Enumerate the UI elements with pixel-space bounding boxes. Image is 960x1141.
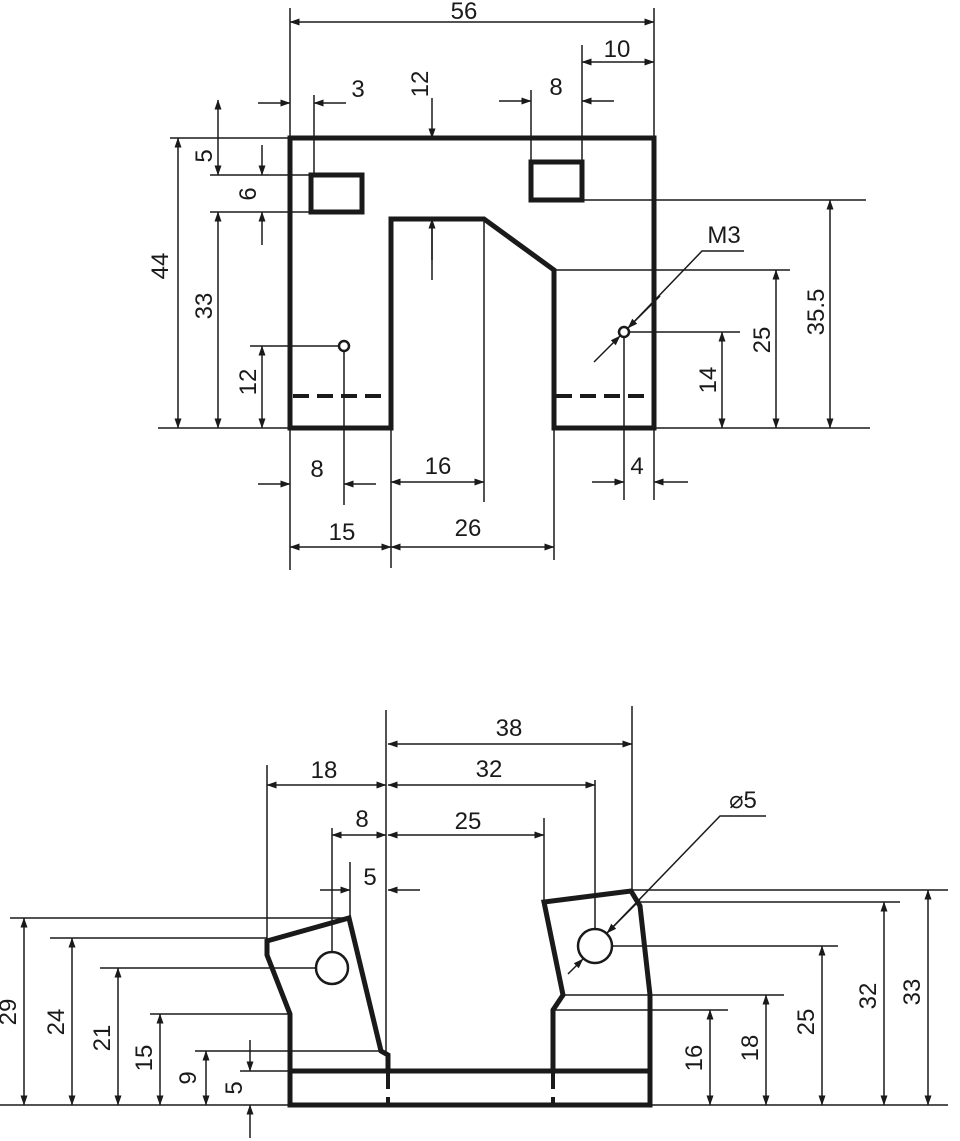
front-view: 56 10 3 8 12 5 6 44 33 12 M3 25 35.5 14 …	[147, 0, 870, 570]
dim-12-left: 12	[235, 369, 262, 396]
right-hole-5mm	[576, 927, 614, 965]
dim-5-left: 5	[221, 1081, 248, 1094]
dim-8: 8	[355, 806, 368, 833]
dim-33: 33	[191, 293, 218, 320]
dim-5-top: 5	[363, 864, 376, 891]
dim-25-right: 25	[793, 1009, 820, 1036]
dim-4: 4	[630, 453, 643, 480]
dim-32-top: 32	[476, 756, 503, 783]
dim-phi5: ⌀5	[729, 787, 757, 814]
dim-33: 33	[899, 979, 926, 1006]
dim-14: 14	[695, 367, 722, 394]
dim-16: 16	[425, 453, 452, 480]
dim-35-5: 35.5	[803, 289, 830, 336]
side-view: 38 18 32 8 25 ⌀5 5 29 24 21 15 9 5 16 18…	[0, 706, 948, 1138]
dim-32-right: 32	[855, 983, 882, 1010]
dim-8-bottom: 8	[310, 456, 323, 483]
dim-24: 24	[43, 1009, 70, 1036]
front-view-outline	[287, 135, 657, 431]
dim-25-top: 25	[455, 808, 482, 835]
dim-10: 10	[604, 36, 631, 63]
dim-38: 38	[496, 715, 523, 742]
dim-56: 56	[451, 0, 478, 25]
dim-29: 29	[0, 999, 22, 1026]
m3-hole	[617, 325, 631, 339]
dim-9: 9	[175, 1071, 202, 1084]
dim-16: 16	[681, 1045, 708, 1072]
dim-15: 15	[131, 1045, 158, 1072]
left-hole	[337, 339, 351, 353]
dim-18: 18	[311, 757, 338, 784]
left-slot	[308, 172, 365, 215]
dim-25: 25	[749, 327, 776, 354]
right-slot	[528, 159, 585, 203]
dim-44: 44	[147, 253, 174, 280]
dim-m3: M3	[707, 222, 740, 249]
dim-26: 26	[455, 515, 482, 542]
dim-8-top: 8	[549, 74, 562, 101]
dim-18-right: 18	[737, 1035, 764, 1062]
left-hole-5mm	[314, 950, 350, 986]
dim-21: 21	[89, 1025, 116, 1052]
dim-15: 15	[329, 519, 356, 546]
dim-12-top: 12	[407, 71, 434, 98]
dim-5: 5	[191, 149, 218, 162]
dim-3: 3	[351, 76, 364, 103]
dim-6: 6	[235, 187, 262, 200]
